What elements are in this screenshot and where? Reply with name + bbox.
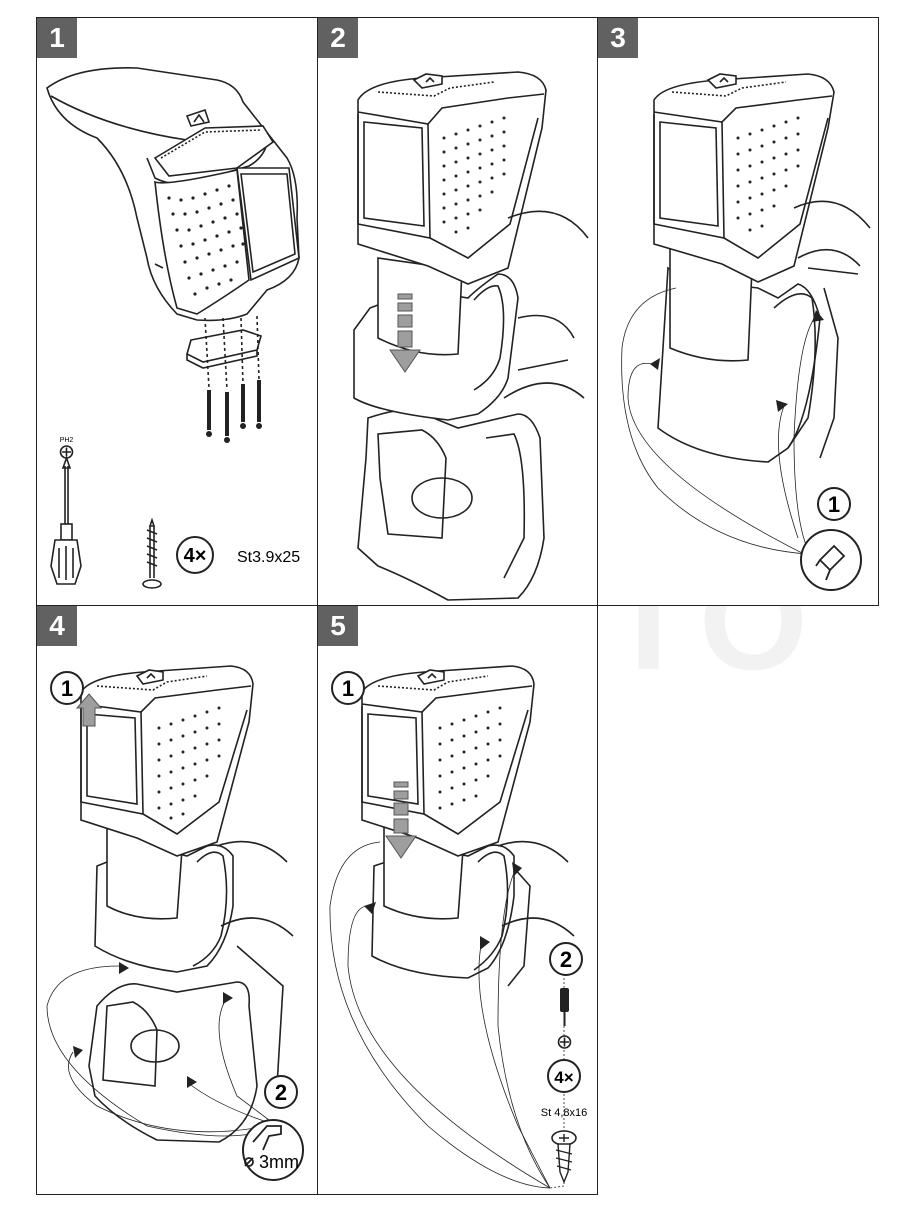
callout-number-1: 1 <box>828 492 840 517</box>
panel-step-4: 4 <box>36 605 318 1195</box>
slide-down-arrow <box>389 293 421 373</box>
panel-step-1: 1 <box>36 17 318 606</box>
screwdriver-icon <box>557 988 572 1049</box>
screw-icon <box>551 1130 577 1184</box>
step-badge-5: 5 <box>318 606 358 646</box>
armrest-positioned-illustration: 1 <box>621 73 871 591</box>
press-down-arrow <box>385 781 417 859</box>
callout-circle-2 <box>264 1075 298 1109</box>
step-badge-3: 3 <box>598 18 638 58</box>
panel-step-3: 3 <box>597 17 879 606</box>
panel-step-5: 5 <box>317 605 598 1195</box>
perforation-dots <box>167 184 245 296</box>
callout-circle-2 <box>549 942 583 976</box>
screw-spec: St 4,8x16 <box>541 1107 587 1119</box>
step-badge-2: 2 <box>318 18 358 58</box>
callout-circle-1 <box>50 671 84 705</box>
screw-quantity: 4× <box>554 1068 573 1087</box>
lift-lid-arrow <box>75 693 103 727</box>
drill-size: 3mm <box>259 1152 299 1172</box>
callout-number-1: 1 <box>342 676 354 701</box>
callout-number-2: 2 <box>560 947 572 972</box>
step-badge-1: 1 <box>37 18 77 58</box>
glue-icon <box>800 529 862 591</box>
callout-number-1: 1 <box>61 676 73 701</box>
screw-quantity: 4× <box>184 545 207 567</box>
armrest-screw-fixing-illustration: 1 2 4× St 4,8x16 <box>329 665 587 1189</box>
armrest-drill-illustration: 1 2 3mm <box>46 665 304 1181</box>
tool-label: PH2 <box>60 437 74 444</box>
callout-circle-1 <box>331 671 365 705</box>
panel-step-2: 2 <box>317 17 598 606</box>
callout-number-2: 2 <box>275 1080 287 1105</box>
quantity-circle <box>547 1059 581 1093</box>
callout-circle-1 <box>817 487 851 521</box>
armrest-exploded-illustration: PH2 4× St3.9x25 <box>46 67 300 589</box>
step-badge-4: 4 <box>37 606 77 646</box>
armrest-sliding-illustration <box>353 71 589 601</box>
screw-spec: St3.9x25 <box>237 549 300 566</box>
